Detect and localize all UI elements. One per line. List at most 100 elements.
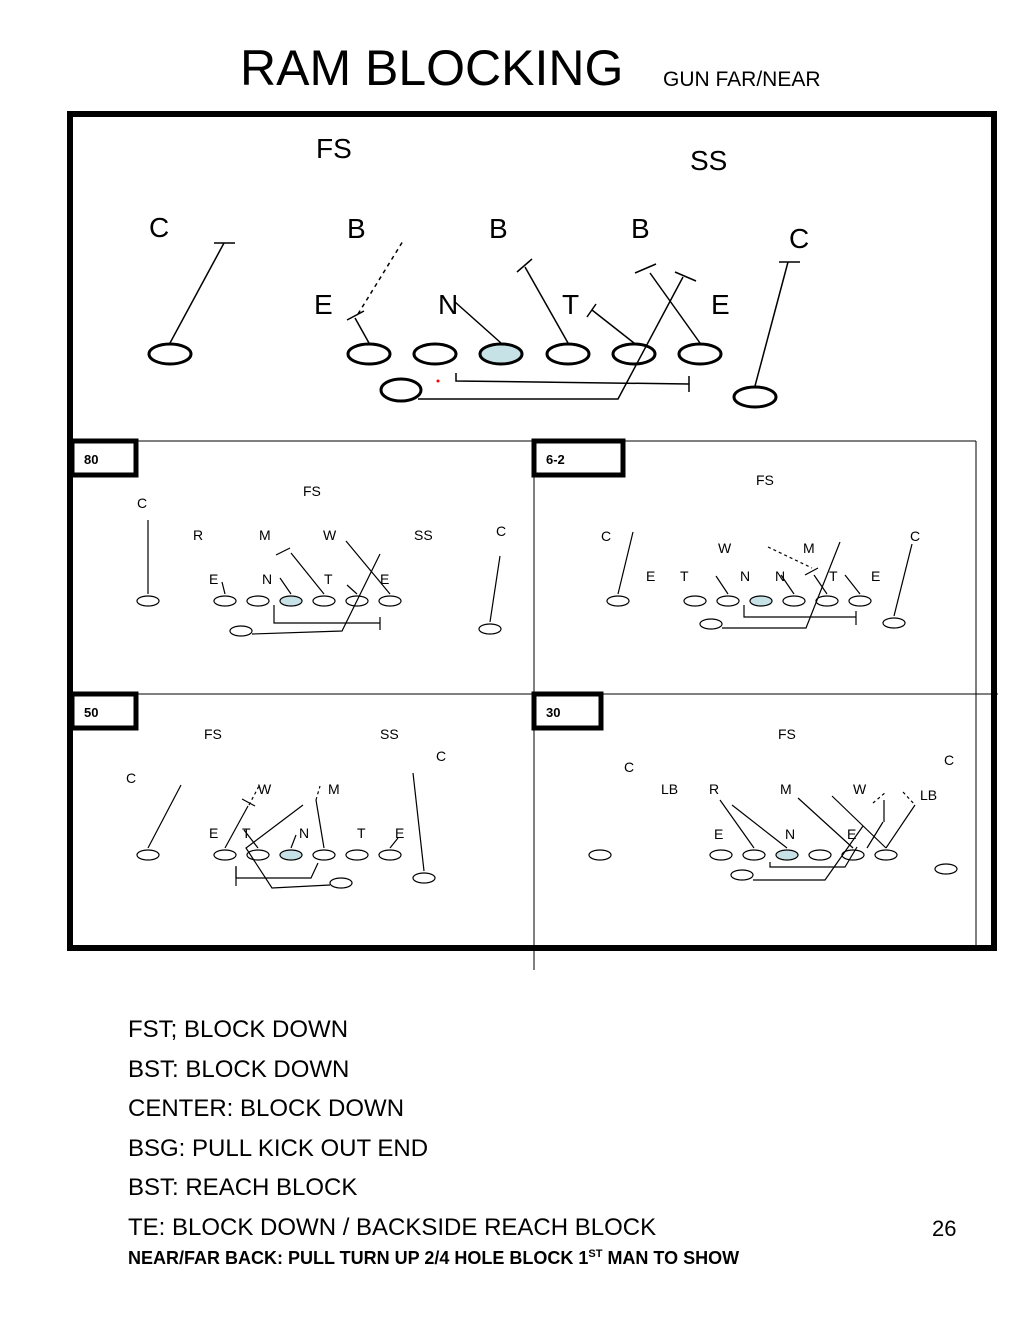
- player-wide-right: [882, 617, 906, 629]
- pull-path: [235, 862, 319, 879]
- pull-path: [769, 846, 858, 868]
- block-path: [454, 301, 502, 344]
- block-path-dashed: [357, 240, 404, 315]
- page-subtitle: GUN FAR/NEAR: [663, 68, 821, 91]
- panel-tag: 80: [84, 452, 98, 467]
- label-r: R: [193, 527, 203, 543]
- panel-tag-box: [69, 438, 139, 478]
- player-wide-right: [412, 872, 436, 884]
- block-path: [412, 772, 425, 872]
- label-t: T: [829, 568, 838, 584]
- player-lineman: [412, 342, 458, 366]
- player-lineman: [312, 595, 336, 607]
- block-path: [731, 804, 788, 849]
- block-path-dashed: [872, 791, 887, 804]
- block-path: [813, 574, 828, 595]
- player-back: [329, 877, 353, 889]
- player-lineman: [874, 849, 898, 861]
- player-lineman: [378, 849, 402, 861]
- label-t: T: [242, 825, 251, 841]
- label-fs: FS: [204, 726, 222, 742]
- player-lineman: [213, 849, 237, 861]
- player-lineman: [742, 849, 766, 861]
- back-assignment-note: NEAR/FAR BACK: PULL TURN UP 2/4 HOLE BLO…: [128, 1248, 739, 1269]
- label-n: N: [262, 571, 272, 587]
- note-superscript: ST: [588, 1248, 603, 1260]
- panel-tag-box: [531, 691, 604, 731]
- block-path: [591, 309, 635, 344]
- label-n: N: [785, 826, 795, 842]
- panel-tag: 30: [546, 705, 560, 720]
- block-path-dashed: [315, 785, 321, 801]
- player-lineman: [611, 342, 657, 366]
- label-fs: FS: [756, 472, 774, 488]
- block-path: [169, 242, 225, 344]
- label-m: M: [259, 527, 271, 543]
- block-path: [780, 574, 795, 595]
- pull-path: [722, 541, 841, 629]
- marker-dot: [436, 379, 440, 383]
- player-center: [279, 595, 303, 607]
- player-back: [379, 377, 423, 403]
- label-fs: FS: [778, 726, 796, 742]
- note-tail: MAN TO SHOW: [602, 1248, 740, 1268]
- player-wide-right: [934, 863, 958, 875]
- label-c-right: C: [789, 223, 809, 254]
- rule-item: TE: BLOCK DOWN / BACKSIDE REACH BLOCK: [128, 1213, 657, 1241]
- label-c-right: C: [496, 523, 506, 539]
- label-n: N: [775, 568, 785, 584]
- player-lineman: [346, 342, 392, 366]
- block-end: [241, 798, 256, 807]
- player-lineman: [782, 595, 806, 607]
- player-wide-left: [588, 849, 612, 861]
- player-lineman: [848, 595, 872, 607]
- block-path: [221, 581, 226, 595]
- note-text: NEAR/FAR BACK: PULL TURN UP 2/4 HOLE BLO…: [128, 1248, 589, 1268]
- label-ss: SS: [414, 527, 433, 543]
- block-path: [346, 584, 358, 595]
- panel-tag-box: [531, 438, 626, 478]
- panel-tag: 50: [84, 705, 98, 720]
- player-lineman: [677, 342, 723, 366]
- diagram-frame: [67, 111, 997, 951]
- label-e: E: [209, 571, 218, 587]
- player-lineman: [246, 849, 270, 861]
- block-end: [516, 258, 533, 273]
- block-end: [634, 263, 657, 274]
- label-lb: LB: [920, 787, 937, 803]
- label-ss: SS: [690, 145, 727, 176]
- page-number: 26: [932, 1216, 957, 1241]
- player-wing: [732, 385, 778, 409]
- label-e: E: [714, 826, 723, 842]
- label-b: B: [631, 213, 650, 244]
- pull-path: [245, 804, 331, 889]
- block-path-dashed: [902, 791, 916, 806]
- player-lineman: [709, 849, 733, 861]
- block-path: [754, 261, 789, 387]
- block-path: [279, 577, 292, 595]
- page-title: RAM BLOCKING: [240, 40, 624, 96]
- pull-path: [251, 553, 381, 635]
- block-path: [844, 574, 861, 595]
- label-t: T: [680, 568, 689, 584]
- block-end: [275, 547, 291, 556]
- player-lineman: [716, 595, 740, 607]
- label-lb: LB: [661, 781, 678, 797]
- label-m: M: [803, 540, 815, 556]
- block-path: [243, 829, 259, 849]
- label-e: E: [871, 568, 880, 584]
- label-c-right: C: [436, 748, 446, 764]
- block-path: [885, 804, 916, 849]
- block-end: [346, 310, 365, 321]
- label-m: M: [780, 781, 792, 797]
- block-path: [147, 784, 182, 849]
- label-n: N: [740, 568, 750, 584]
- label-fs: FS: [316, 133, 352, 164]
- label-e: E: [646, 568, 655, 584]
- block-path: [315, 799, 325, 849]
- player-wide-left: [147, 342, 193, 366]
- label-w: W: [258, 781, 272, 797]
- block-path: [389, 837, 399, 849]
- label-e: E: [711, 289, 730, 320]
- label-w: W: [323, 527, 337, 543]
